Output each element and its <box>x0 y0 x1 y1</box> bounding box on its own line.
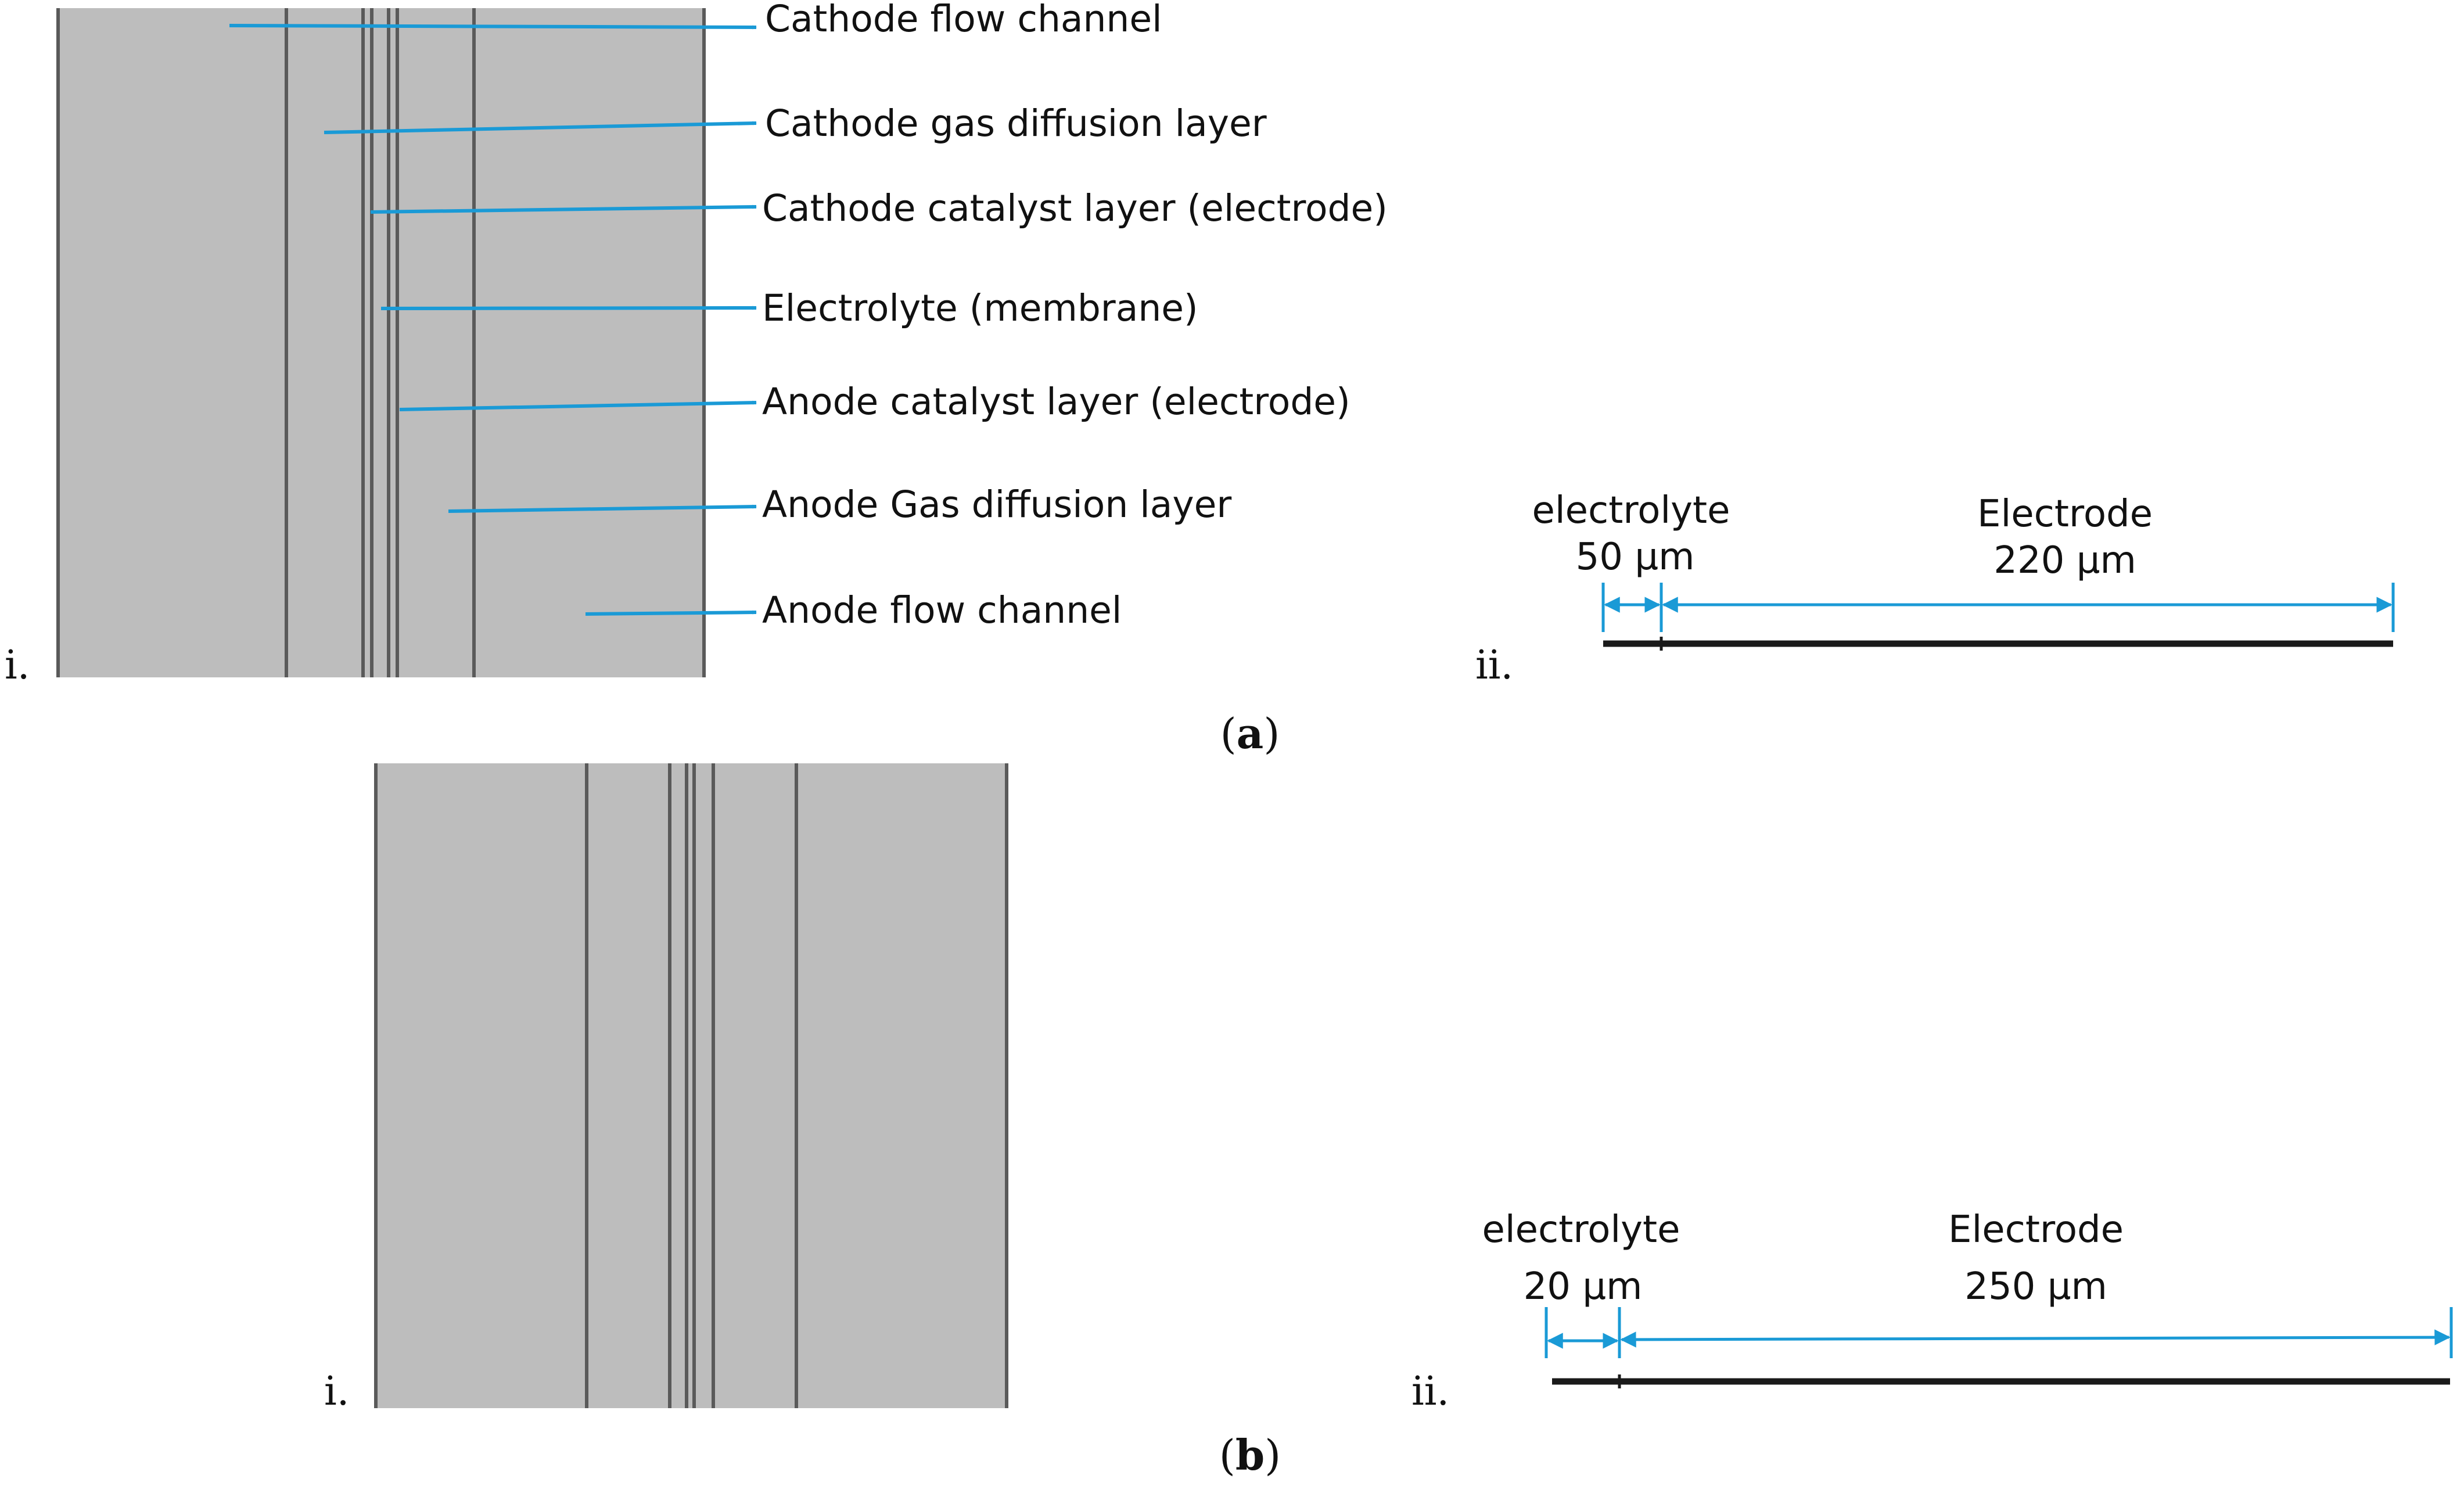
dimension-electrode-b <box>1620 1329 2451 1348</box>
label-anode-flow-channel: Anode flow channel <box>762 589 1122 631</box>
label-anode-catalyst-layer: Anode catalyst layer (electrode) <box>762 381 1350 423</box>
panel-a-electrolyte-label: electrolyte <box>1532 489 1730 532</box>
panel-a-part-i-label: i. <box>5 643 30 688</box>
label-electrolyte-membrane: Electrolyte (membrane) <box>762 287 1198 329</box>
panel-b-caption: (b) <box>1219 1430 1281 1480</box>
panel-b-electrode-value: 250 µm <box>1964 1265 2107 1308</box>
arrow-anode-gas-diffusion-layer <box>448 504 757 513</box>
cell-domain-b <box>375 763 1008 1408</box>
panel-a-electrode-label: Electrode <box>1977 493 2153 536</box>
panel-a: Cathode flow channel Cathode gas diffusi… <box>5 0 2395 758</box>
arrow-cathode-gas-diffusion-layer <box>324 121 757 134</box>
arrow-cathode-flow-channel <box>229 24 757 30</box>
arrow-anode-catalyst-layer <box>399 400 757 411</box>
label-cathode-catalyst-layer: Cathode catalyst layer (electrode) <box>762 187 1388 229</box>
arrow-cathode-catalyst-layer <box>370 204 757 214</box>
label-cathode-flow-channel: Cathode flow channel <box>765 0 1162 40</box>
panel-b-thickness-scale: electrolyte 20 µm Electrode 250 µm <box>1482 1208 2453 1388</box>
label-cathode-gas-diffusion-layer: Cathode gas diffusion layer <box>765 102 1267 145</box>
cell-domain-a <box>57 8 706 677</box>
label-anode-gas-diffusion-layer: Anode Gas diffusion layer <box>762 483 1231 526</box>
panel-a-thickness-scale: electrolyte 50 µm Electrode 220 µm <box>1532 489 2395 651</box>
panel-b: i. electrolyte 20 µm Electrode 250 µm ii… <box>324 763 2453 1480</box>
arrow-anode-flow-channel <box>585 610 757 616</box>
panel-a-electrode-value: 220 µm <box>1994 539 2136 582</box>
panel-b-cell-cross-section <box>374 763 1008 1408</box>
panel-a-caption: (a) <box>1220 709 1280 758</box>
panel-b-electrolyte-value: 20 µm <box>1524 1265 1643 1308</box>
panel-a-electrolyte-value: 50 µm <box>1576 536 1695 579</box>
panel-a-part-ii-label: ii. <box>1475 643 1513 688</box>
panel-a-cell-cross-section <box>56 8 706 677</box>
panel-b-part-ii-label: ii. <box>1411 1369 1449 1415</box>
panel-b-electrode-label: Electrode <box>1948 1208 2124 1251</box>
panel-b-electrolyte-label: electrolyte <box>1482 1208 1680 1251</box>
panel-b-part-i-label: i. <box>324 1369 349 1415</box>
